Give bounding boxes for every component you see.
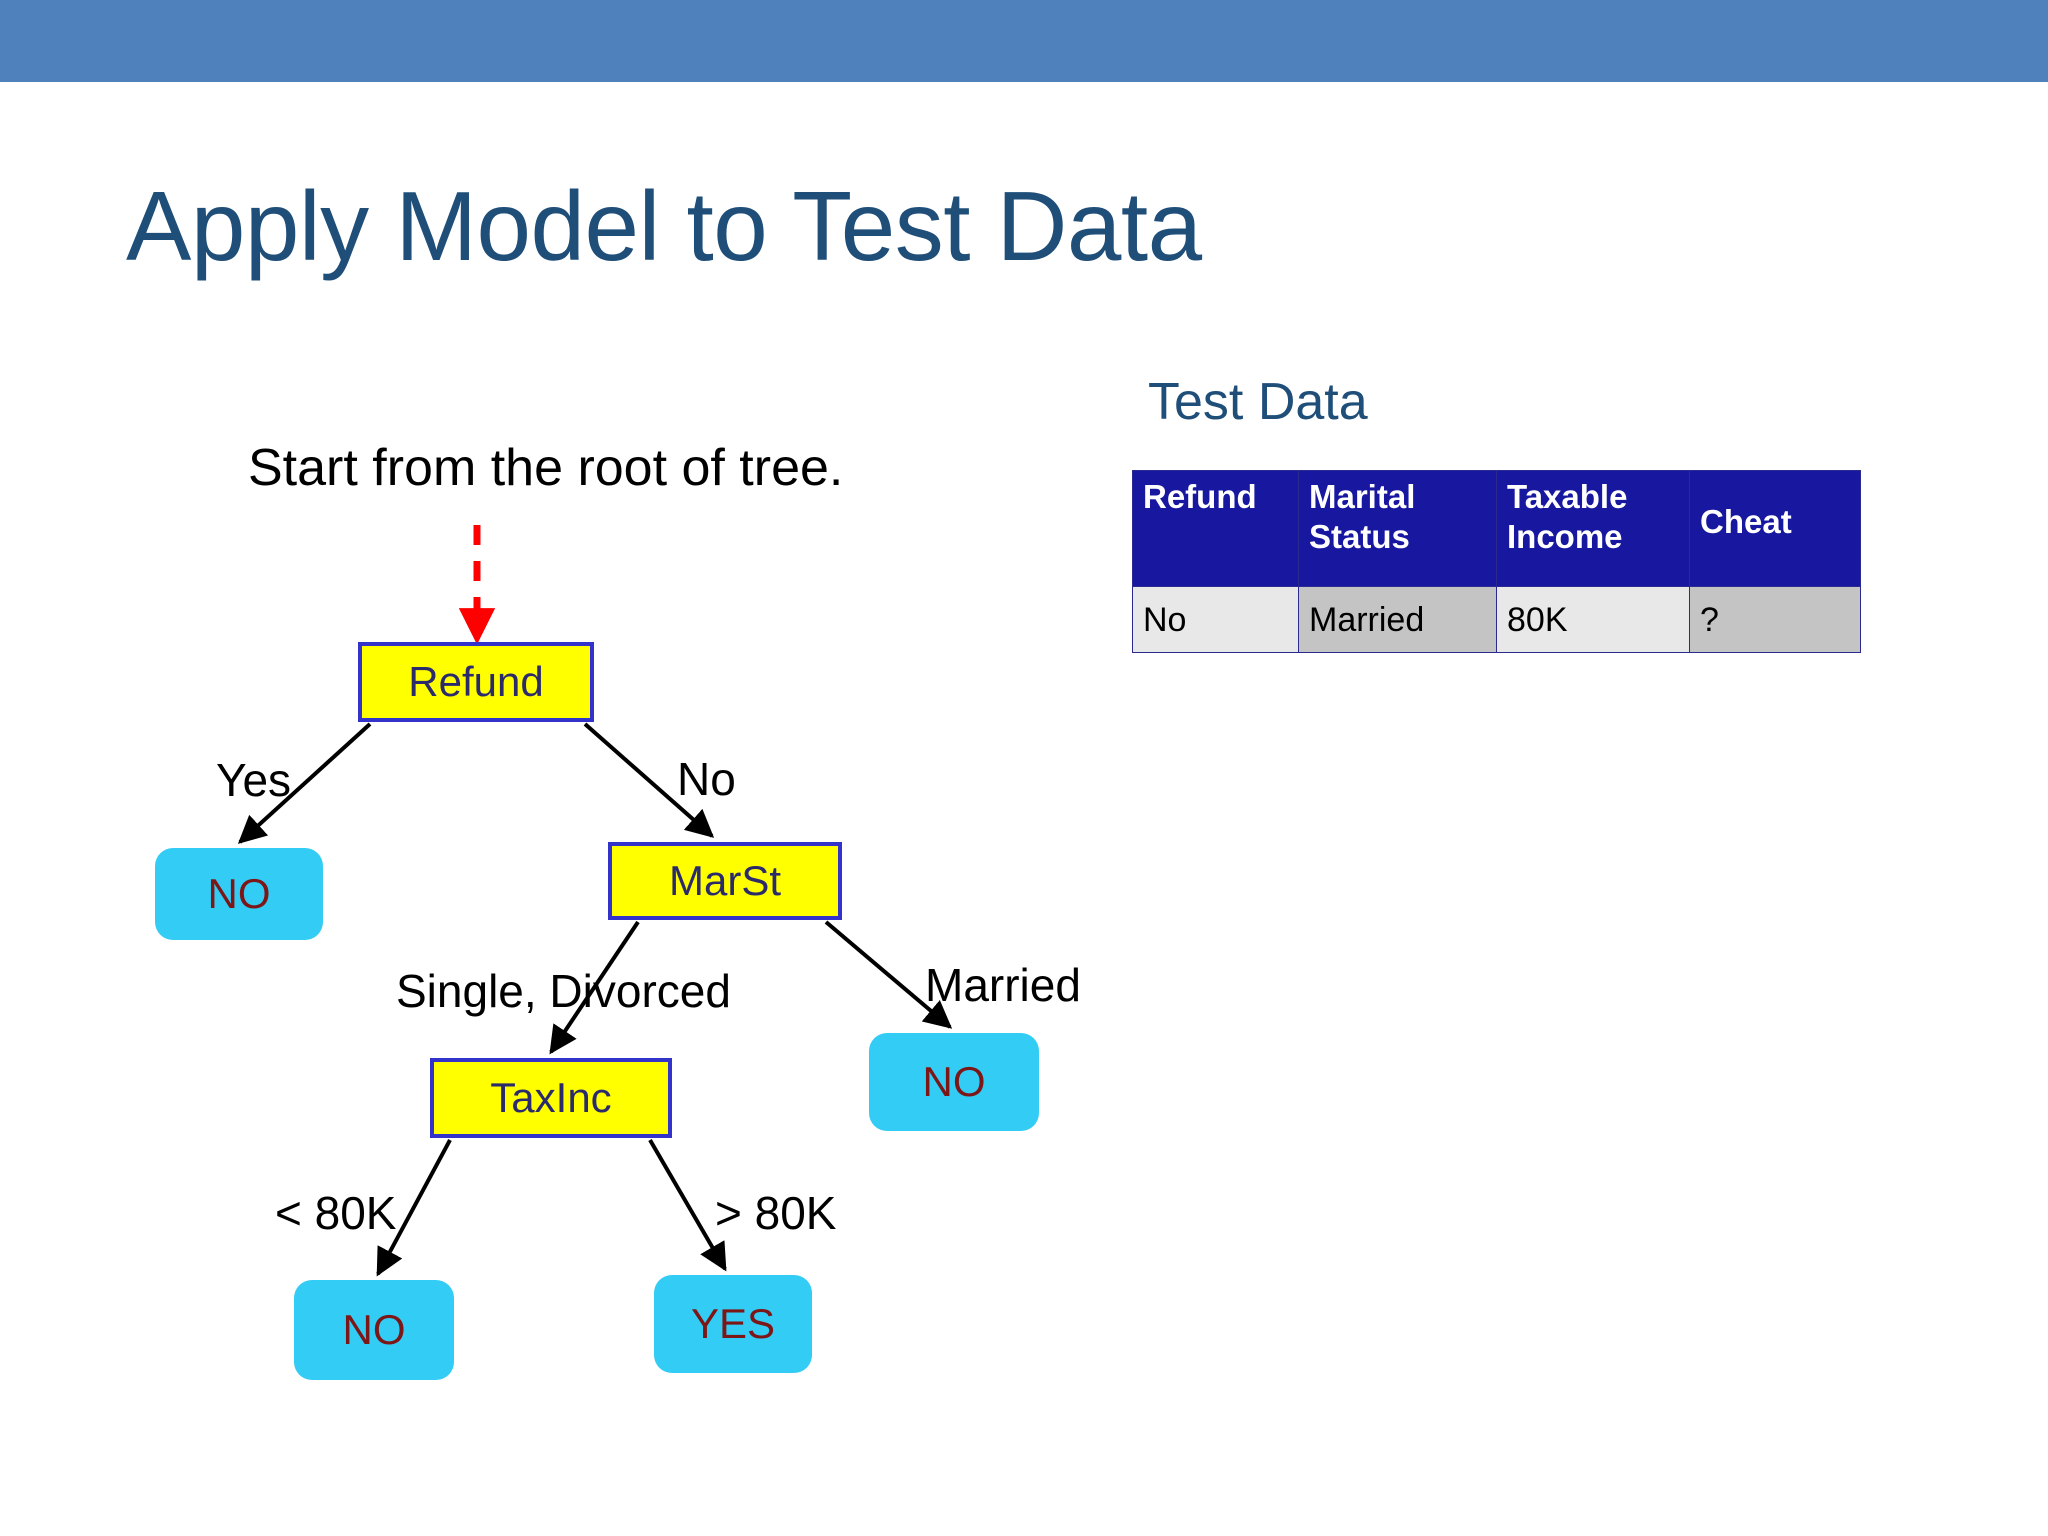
edge-refund-no xyxy=(583,722,715,838)
table-header-row: Refund Marital Status Taxable Income Che… xyxy=(1132,470,1861,587)
edge-refund-yes xyxy=(237,722,372,844)
tree-leaf-no-refund-yes[interactable]: NO xyxy=(155,848,323,940)
column-header-marital-line2: Status xyxy=(1309,518,1410,555)
edge-label-marst-married: Married xyxy=(925,959,1081,1011)
tree-leaf-no-married[interactable]: NO xyxy=(869,1033,1039,1131)
tree-edges-layer xyxy=(237,525,953,1277)
column-header-cheat: Cheat xyxy=(1689,470,1861,587)
decision-tree-diagram: Start from the root of tree. Refund MarS… xyxy=(155,439,1081,1380)
edge-label-refund-no: No xyxy=(677,753,736,805)
tree-leaf-no-lt-80k[interactable]: NO xyxy=(294,1280,454,1380)
tree-node-marst-label: MarSt xyxy=(668,857,781,904)
tree-leaf-no-refund-yes-label: NO xyxy=(207,870,271,917)
edge-label-taxinc-lt-80k: < 80K xyxy=(275,1187,397,1239)
column-header-taxable-income: Taxable Income xyxy=(1496,470,1690,587)
edge-label-taxinc-gt-80k: > 80K xyxy=(715,1187,837,1239)
tree-leaf-yes-gt-80k[interactable]: YES xyxy=(654,1275,812,1373)
column-header-cheat-line1: Cheat xyxy=(1700,502,1792,540)
column-header-refund: Refund xyxy=(1132,470,1299,587)
tree-node-refund[interactable]: Refund xyxy=(358,642,594,722)
column-header-marital-line1: Marital xyxy=(1309,478,1416,515)
edge-marst-married xyxy=(824,920,953,1029)
cell-cheat: ? xyxy=(1689,586,1861,653)
tree-node-taxinc-label: TaxInc xyxy=(490,1074,612,1121)
cell-taxable-income: 80K xyxy=(1496,586,1690,653)
table-row: No Married 80K ? xyxy=(1132,586,1861,653)
tree-leaf-no-married-label: NO xyxy=(922,1058,986,1105)
edge-label-marst-single-divorced: Single, Divorced xyxy=(396,965,731,1017)
page-title: Apply Model to Test Data xyxy=(126,171,1202,281)
column-header-income-line2: Income xyxy=(1507,518,1623,555)
column-header-refund-line1: Refund xyxy=(1143,478,1257,515)
column-header-marital-status: Marital Status xyxy=(1298,470,1497,587)
tree-leaf-no-lt-80k-label: NO xyxy=(342,1306,406,1353)
column-header-income-line1: Taxable xyxy=(1507,478,1628,515)
tree-node-refund-label: Refund xyxy=(408,658,544,705)
top-banner-bar xyxy=(0,0,2048,82)
edge-label-refund-yes: Yes xyxy=(216,754,292,806)
edge-taxinc-lt-80k xyxy=(376,1139,452,1277)
edge-taxinc-gt-80k xyxy=(648,1138,727,1272)
cell-refund: No xyxy=(1132,586,1299,653)
edge-marst-single-divorced xyxy=(549,920,640,1055)
tree-node-taxinc[interactable]: TaxInc xyxy=(430,1058,672,1138)
tree-leaf-yes-gt-80k-label: YES xyxy=(690,1300,776,1347)
test-data-heading: Test Data xyxy=(1148,373,1368,431)
root-caption-text: Start from the root of tree. xyxy=(248,439,844,497)
test-data-table: Refund Marital Status Taxable Income Che… xyxy=(1132,470,1861,653)
cell-marital-status: Married xyxy=(1298,586,1497,653)
tree-node-marst[interactable]: MarSt xyxy=(608,842,842,920)
